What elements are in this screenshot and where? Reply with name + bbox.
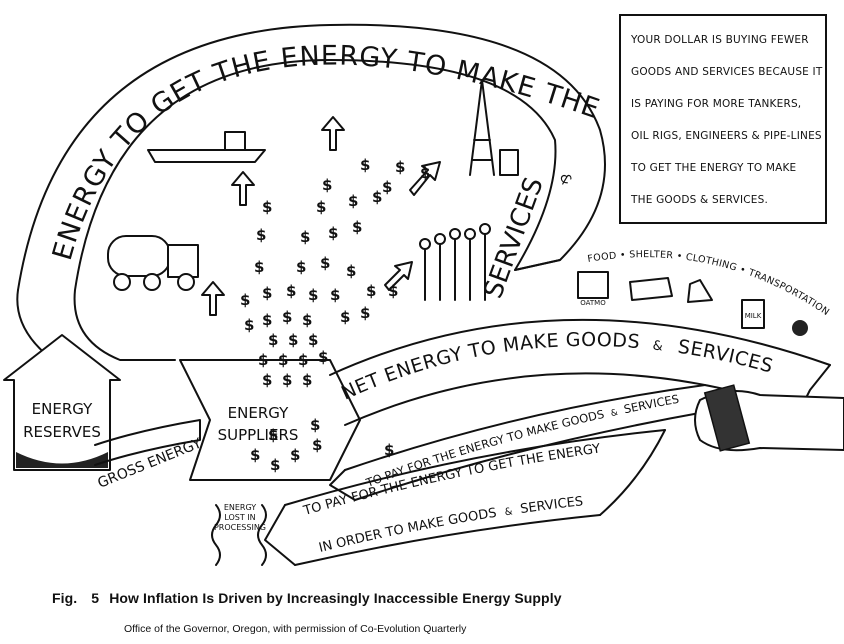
dollar-sign: $ bbox=[258, 351, 268, 369]
consumer-goods-icons: OATMO MILK bbox=[577, 271, 808, 336]
dollar-sign: $ bbox=[278, 351, 288, 369]
dollar-sign: $ bbox=[382, 178, 392, 196]
dollar-sign: $ bbox=[388, 282, 398, 300]
dollar-arrow-3 bbox=[409, 161, 441, 196]
suppliers-label-line2: SUPPLIERS bbox=[218, 426, 299, 444]
figure-title: How Inflation Is Driven by Increasingly … bbox=[109, 590, 562, 606]
dollar-sign: $ bbox=[318, 348, 328, 366]
lost-label-line1: ENERGY bbox=[224, 503, 256, 512]
dollar-sign: $ bbox=[268, 331, 278, 349]
explanation-note-box: YOUR DOLLAR IS BUYING FEWER GOODS AND SE… bbox=[619, 14, 827, 224]
lost-label-line2: LOST IN bbox=[224, 513, 255, 522]
dollar-sign: $ bbox=[270, 456, 280, 474]
dollar-sign: $ bbox=[298, 351, 308, 369]
oil-rig-icon bbox=[469, 79, 519, 176]
dollar-sign: $ bbox=[254, 258, 264, 276]
dollar-sign: $ bbox=[384, 441, 394, 459]
dollar-sign: $ bbox=[290, 446, 300, 464]
dollar-sign: $ bbox=[244, 316, 254, 334]
dollar-signs: $$$$$$$$$$$$$$$$$$$$$$$$$$$$$$$$$$$$$$$$… bbox=[240, 156, 430, 474]
dollar-sign: $ bbox=[286, 282, 296, 300]
engineers-silhouette-icon bbox=[419, 223, 491, 301]
dollar-sign: $ bbox=[282, 308, 292, 326]
lost-label-line3: PROCESSING bbox=[214, 523, 266, 532]
figure-number: 5 bbox=[91, 590, 100, 606]
dollar-sign: $ bbox=[352, 218, 362, 236]
dollar-sign: $ bbox=[372, 188, 382, 206]
dollar-sign: $ bbox=[310, 416, 320, 434]
dollar-sign: $ bbox=[282, 371, 292, 389]
dollar-sign: $ bbox=[322, 176, 332, 194]
dollar-sign: $ bbox=[288, 331, 298, 349]
dollar-sign: $ bbox=[420, 164, 430, 182]
svg-text:OATMO: OATMO bbox=[580, 299, 606, 307]
dollar-sign: $ bbox=[366, 282, 376, 300]
note-line: IS PAYING FOR MORE TANKERS, bbox=[631, 98, 802, 110]
dollar-sign: $ bbox=[360, 304, 370, 322]
dollar-sign: $ bbox=[328, 224, 338, 242]
dollar-sign: $ bbox=[340, 308, 350, 326]
pay-goods-label: TO PAY FOR THE ENERGY TO MAKE GOODS & SE… bbox=[363, 392, 680, 490]
figure-credit: Office of the Governor, Oregon, with per… bbox=[124, 623, 467, 635]
dollar-sign: $ bbox=[395, 158, 405, 176]
dollar-sign: $ bbox=[308, 286, 318, 304]
dollar-sign: $ bbox=[360, 156, 370, 174]
gross-energy-label: GROSS ENERGY bbox=[96, 435, 205, 491]
dollar-sign: $ bbox=[300, 228, 310, 246]
dollar-sign: $ bbox=[320, 254, 330, 272]
note-line: TO GET THE ENERGY TO MAKE bbox=[631, 162, 797, 174]
dollar-sign: $ bbox=[262, 198, 272, 216]
dollar-sign: $ bbox=[240, 291, 250, 309]
dollar-sign: $ bbox=[268, 426, 278, 444]
dollar-arrow-2 bbox=[321, 116, 345, 151]
note-line: YOUR DOLLAR IS BUYING FEWER bbox=[631, 34, 809, 46]
energy-suppliers-arrow bbox=[179, 359, 361, 481]
note-line: GOODS AND SERVICES BECAUSE IT bbox=[631, 66, 823, 78]
energy-inflation-diagram: ENERGY TO GET THE ENERGY TO MAKE THE GOO… bbox=[0, 0, 844, 566]
figure-label: Fig. bbox=[52, 590, 78, 606]
services-arc-label: SERVICES bbox=[478, 174, 549, 303]
svg-text:MILK: MILK bbox=[745, 312, 762, 320]
dollar-sign: $ bbox=[348, 192, 358, 210]
dollar-sign: $ bbox=[302, 311, 312, 329]
dollar-sign: $ bbox=[346, 262, 356, 280]
dollar-sign: $ bbox=[302, 371, 312, 389]
pay-energy-band bbox=[264, 429, 666, 566]
dollar-arrow-4 bbox=[201, 281, 225, 316]
dollar-sign: $ bbox=[262, 371, 272, 389]
oil-tanker-ship-icon bbox=[147, 131, 266, 163]
gross-energy-arrow bbox=[94, 419, 201, 466]
hand-with-money-icon bbox=[694, 384, 844, 452]
dollar-arrow-1 bbox=[231, 171, 255, 206]
suppliers-label-line1: ENERGY bbox=[228, 404, 289, 422]
dollar-sign: $ bbox=[256, 226, 266, 244]
dollar-sign: $ bbox=[330, 286, 340, 304]
energy-reserves-house bbox=[3, 334, 121, 471]
dollar-sign: $ bbox=[316, 198, 326, 216]
dollar-sign: $ bbox=[262, 311, 272, 329]
pay-goods-band bbox=[329, 384, 706, 501]
note-line: OIL RIGS, ENGINEERS & PIPE-LINES bbox=[631, 130, 822, 142]
dollar-sign: $ bbox=[296, 258, 306, 276]
energy-lost-wavy-lines bbox=[211, 504, 267, 566]
dollar-sign: $ bbox=[262, 284, 272, 302]
note-line: THE GOODS & SERVICES. bbox=[631, 194, 769, 206]
reserves-label-line1: ENERGY bbox=[32, 400, 93, 418]
figure-caption: Fig. 5 How Inflation Is Driven by Increas… bbox=[52, 590, 572, 606]
dollar-sign: $ bbox=[308, 331, 318, 349]
dollar-sign: $ bbox=[250, 446, 260, 464]
dollar-sign: $ bbox=[312, 436, 322, 454]
reserves-label-line2: RESERVES bbox=[23, 423, 101, 441]
dollar-arrow-5 bbox=[384, 261, 413, 291]
top-arc-ampersand: & bbox=[556, 172, 574, 187]
tanker-truck-icon bbox=[107, 235, 199, 291]
